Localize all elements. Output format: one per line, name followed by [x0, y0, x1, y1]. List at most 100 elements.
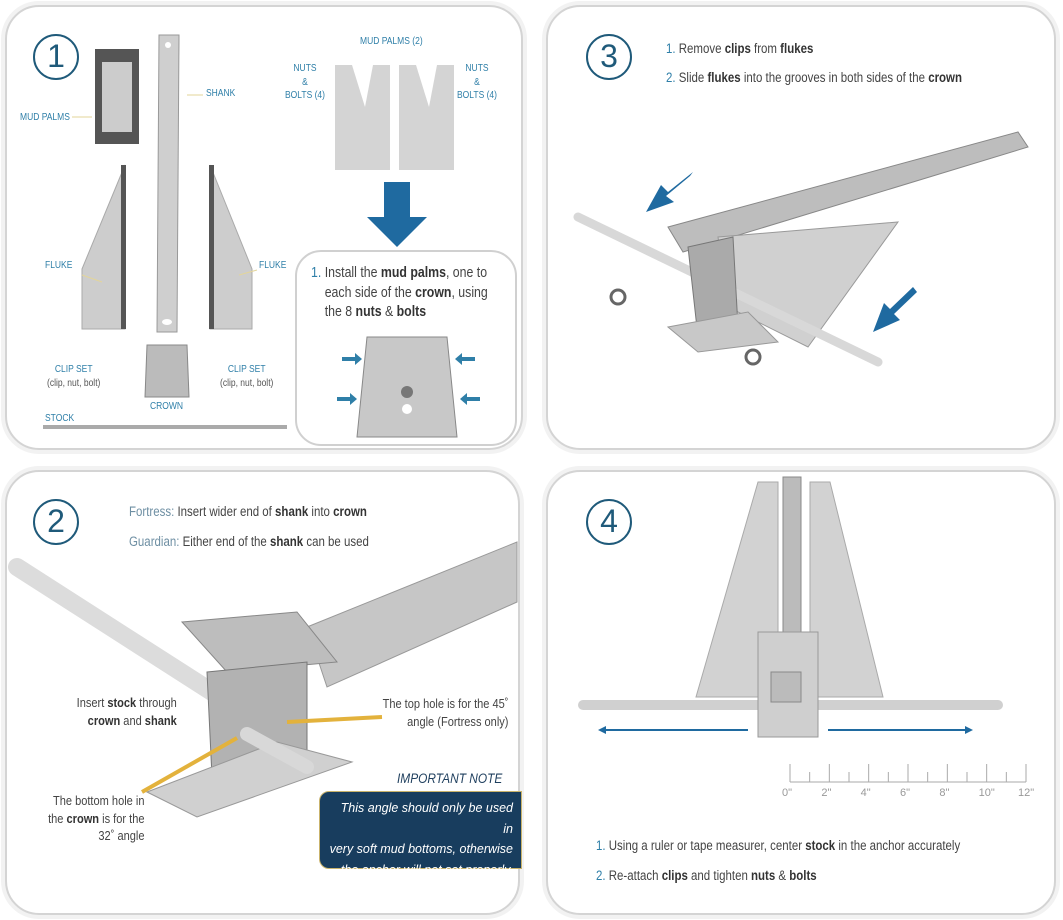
step-2-illustration: [8, 541, 518, 818]
insert-stock-label: Insert stock through crown and shank: [45, 694, 177, 729]
text-segment: stock: [805, 838, 836, 853]
step-4-illustration: [578, 476, 1027, 783]
label-fluke-right: FLUKE: [259, 260, 287, 271]
install-mud-palms-box: 1. Install the mud palms, one to each si…: [295, 250, 517, 446]
text-segment: 32˚ angle: [98, 828, 145, 844]
arrow-icons: [337, 353, 480, 405]
text-line: 1. Install the mud palms, one to: [311, 264, 488, 284]
shank: [667, 131, 1029, 253]
text-segment: is for the: [99, 810, 145, 826]
fluke-right: [209, 164, 253, 330]
ruler-tick-label: 12": [1018, 787, 1035, 799]
step-number-3: 3: [586, 34, 632, 80]
text-segment: Using a ruler or tape measurer, center: [608, 838, 806, 853]
text-segment: into: [308, 504, 334, 519]
text-segment: crown: [928, 70, 962, 85]
label-shank: SHANK: [206, 88, 236, 99]
fluke-plate: [180, 611, 338, 673]
text-line: each side of the crown, using: [311, 284, 488, 304]
install-instruction: 1. Install the mud palms, one to each si…: [311, 264, 488, 323]
text-line: the 8 nuts & bolts: [311, 303, 488, 323]
text-segment: the: [48, 810, 67, 826]
label-clip-set-right: CLIP SET(clip, nut, bolt): [220, 364, 274, 389]
text-segment: crown: [415, 284, 452, 301]
label-fluke-left: FLUKE: [45, 260, 73, 271]
text-line: The bottom hole in: [34, 792, 145, 810]
text-segment: 2.: [596, 868, 609, 883]
text-segment: 1.: [666, 41, 679, 56]
text-segment: Fortress:: [129, 504, 175, 519]
text-segment: , one to: [445, 265, 488, 281]
text-segment: nuts: [355, 304, 382, 321]
text-segment: crown: [87, 712, 121, 728]
step-2-line-2: Guardian: Either end of the shank can be…: [129, 533, 369, 551]
text-segment: clips: [724, 41, 751, 56]
text-segment: 2.: [666, 70, 679, 85]
pointer-top-hole: [286, 715, 383, 724]
text-segment: and: [120, 712, 145, 728]
step-3-illustration: [573, 131, 1029, 367]
label-nuts-bolts-left: NUTS&BOLTS (4): [285, 63, 325, 101]
text-segment: Either end of the: [179, 534, 270, 549]
pointer-bottom-hole: [141, 736, 238, 794]
text-segment: each side of the: [311, 284, 416, 301]
important-note-box: This angle should only be used in very s…: [319, 791, 522, 877]
text-segment: through: [136, 695, 177, 710]
label-mud-palms-count: MUD PALMS (2): [360, 36, 423, 47]
step-4-panel: 4 0"2"4"6"8"10"12" 1. Using a ruler or t…: [546, 470, 1056, 915]
text-segment: &: [775, 868, 790, 883]
text-segment: Slide: [678, 70, 708, 85]
step-2-line-1: Fortress: Insert wider end of shank into…: [129, 503, 367, 521]
text-segment: Remove: [678, 41, 725, 56]
ruler-tick-label: 0": [782, 787, 793, 799]
text-segment: Insert: [76, 695, 108, 710]
text-segment: Install the: [324, 265, 381, 281]
important-note-title: IMPORTANT NOTE: [397, 770, 503, 786]
down-arrow-icon: [367, 182, 427, 247]
text-segment: shank: [275, 504, 309, 519]
ruler-tick-label: 2": [821, 787, 832, 799]
crown-part: [144, 344, 190, 398]
step-3-line-1: 1. Remove clips from flukes: [666, 40, 813, 58]
ruler-tick-label: 4": [860, 787, 871, 799]
stock: [8, 558, 221, 701]
text-segment: The top hole is for the 45˚: [382, 696, 509, 711]
clip-icon: [744, 348, 762, 366]
text-segment: stock: [107, 695, 137, 710]
text-segment: 1.: [596, 838, 609, 853]
text-line: crown and shank: [45, 712, 177, 730]
fluke-right: [809, 481, 884, 698]
text-segment: Re-attach: [608, 868, 662, 883]
text-segment: the 8: [311, 304, 356, 321]
text-line: angle (Fortress only): [364, 713, 508, 731]
text-segment: into the grooves in both sides of the: [740, 70, 929, 85]
fluke-left: [81, 164, 126, 330]
text-segment: crown: [333, 504, 367, 519]
text-segment: flukes: [780, 41, 814, 56]
text-segment: bolts: [789, 868, 817, 883]
step-number-1: 1: [33, 34, 79, 80]
text-segment: and tighten: [687, 868, 752, 883]
text-segment: mud palms: [380, 265, 446, 281]
step-2-panel: 2 Fortress: Insert wider end of shank in…: [5, 470, 522, 915]
text-segment: Guardian:: [129, 534, 180, 549]
text-segment: in the anchor accurately: [835, 838, 961, 853]
text-segment: Insert wider end of: [174, 504, 276, 519]
note-line: very soft mud bottoms, otherwise: [329, 842, 513, 857]
label-clip-set-left: CLIP SET(clip, nut, bolt): [47, 364, 101, 389]
text-segment: nuts: [751, 868, 776, 883]
note-line: the anchor will not set properly.: [340, 862, 513, 877]
text-segment: shank: [269, 534, 304, 549]
text-segment: can be used: [303, 534, 369, 549]
text-line: 32˚ angle: [34, 827, 145, 845]
ruler-tick-label: 10": [978, 787, 995, 799]
text-line: The top hole is for the 45˚: [364, 695, 509, 713]
text-segment: &: [381, 304, 397, 321]
label-nuts-bolts-right: NUTS&BOLTS (4): [457, 63, 497, 101]
text-segment: 1.: [311, 265, 325, 281]
note-line: This angle should only be used in: [340, 801, 513, 836]
text-segment: flukes: [707, 70, 741, 85]
step-4-line-1: 1. Using a ruler or tape measurer, cente…: [596, 837, 960, 855]
text-segment: from: [750, 41, 781, 56]
